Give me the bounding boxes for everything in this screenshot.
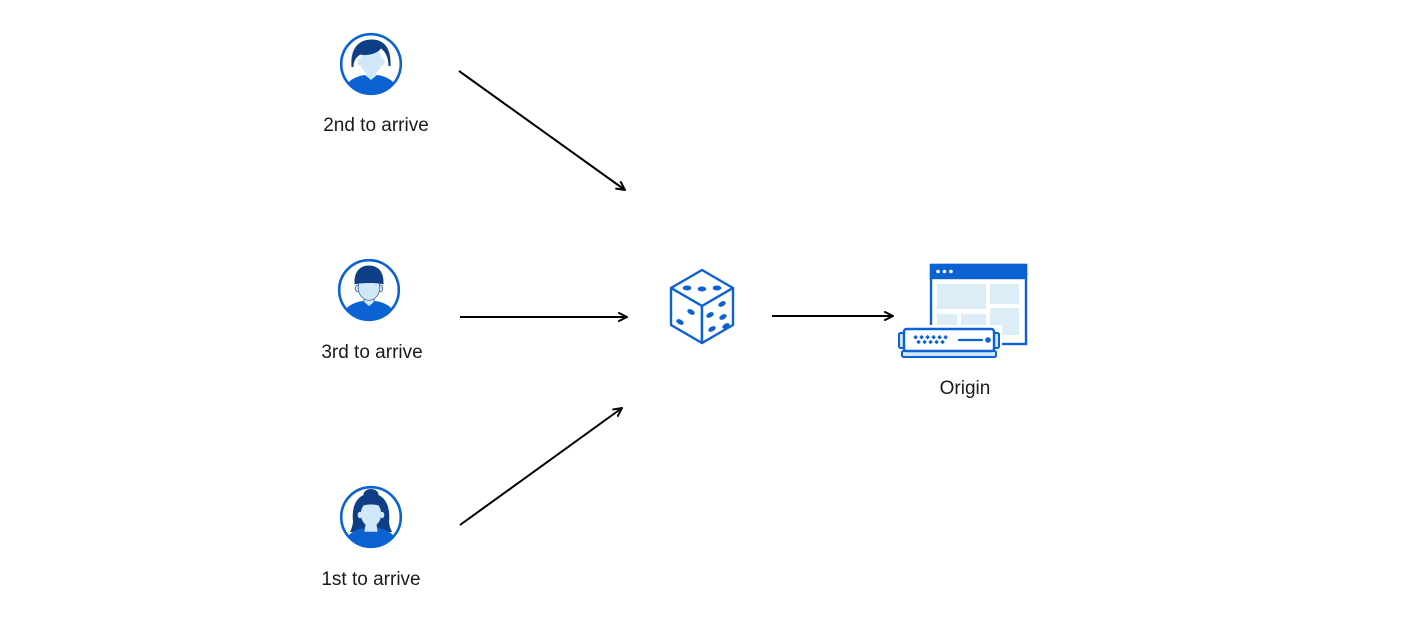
female-avatar-icon xyxy=(339,485,403,549)
arrow-client1-to-dice xyxy=(459,407,623,526)
random-selector-node xyxy=(667,266,737,346)
client-node-3rd xyxy=(336,257,402,323)
male-avatar-icon xyxy=(339,32,403,96)
origin-node xyxy=(898,262,1030,362)
male-avatar-2-icon xyxy=(337,258,401,322)
arrow-client2-to-dice xyxy=(458,70,626,191)
client-node-2nd xyxy=(338,31,404,97)
origin-server-icon xyxy=(898,263,1028,360)
client-label-3rd: 3rd to arrive xyxy=(321,342,423,363)
client-label-1st: 1st to arrive xyxy=(321,569,421,590)
origin-label: Origin xyxy=(939,378,991,399)
client-label-2nd: 2nd to arrive xyxy=(323,115,429,136)
dice-icon xyxy=(669,268,735,345)
client-node-1st xyxy=(338,484,404,550)
